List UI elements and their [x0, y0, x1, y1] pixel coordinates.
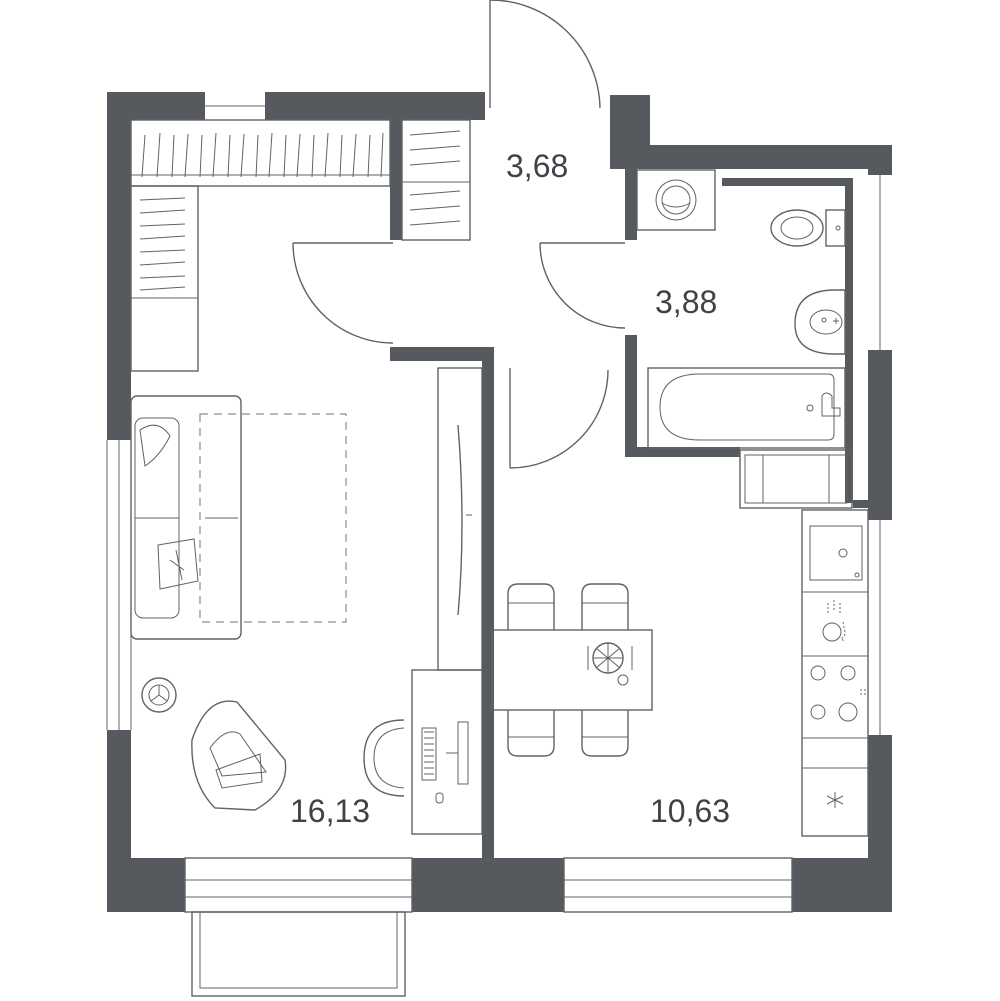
tv-stand: [437, 367, 483, 671]
desk: [411, 669, 483, 835]
outer-walls: [107, 92, 892, 912]
wall-bottom-left: [107, 858, 185, 912]
wall-living-hall-lower: [390, 347, 494, 361]
wardrobe-top: [130, 119, 391, 187]
washing-machine: [636, 169, 716, 231]
wall-bath-left-lower: [625, 335, 637, 457]
wardrobe-left: [130, 185, 199, 372]
wall-corner-notch: [610, 95, 650, 169]
wall-bath-top-inner: [722, 178, 853, 186]
entrance-door: [489, 0, 601, 109]
wall-top-right: [628, 145, 892, 169]
stove: [810, 665, 866, 722]
kitchen-door: [509, 368, 609, 469]
area-label-kitchen: 10,63: [650, 793, 730, 829]
wall-bath-left-upper: [625, 160, 637, 240]
kitchen-sink: [809, 525, 863, 581]
dining-table: [491, 629, 653, 711]
wall-bottom-mid: [412, 858, 564, 912]
wardrobe-hall: [401, 119, 471, 241]
living-room-door: [292, 242, 394, 344]
doors: [292, 0, 626, 469]
fridge-icon: [826, 792, 844, 808]
bathroom-door: [539, 242, 626, 329]
toilet: [770, 209, 846, 247]
dishwasher: [822, 600, 846, 643]
wall-bath-right-inner: [845, 178, 853, 503]
area-label-bathroom: 3,88: [655, 284, 717, 320]
window-bottom-living: [184, 857, 413, 913]
kitchen-counter: [801, 509, 869, 837]
balcony: [191, 911, 406, 997]
area-label-hallway: 3,68: [506, 148, 568, 184]
washbasin: [794, 289, 846, 355]
dining-chairs: [507, 583, 629, 757]
armchair: [191, 700, 287, 811]
interior-walls: [390, 120, 868, 858]
wall-bath-bottom: [625, 447, 740, 457]
wall-top-left: [107, 92, 485, 120]
desk-chair: [363, 719, 405, 797]
area-label-living-room: 16,13: [290, 793, 370, 829]
wall-bath-bottom-right: [853, 500, 868, 508]
window-bottom-kitchen: [563, 857, 793, 913]
wall-living-kitchen: [482, 361, 494, 858]
wall-wardrobe-hall: [390, 120, 402, 240]
hall-cabinet: [739, 449, 853, 509]
floor-lamp: [141, 677, 177, 713]
bathtub: [647, 367, 846, 449]
sofa: [130, 395, 242, 640]
rug: [199, 413, 347, 623]
